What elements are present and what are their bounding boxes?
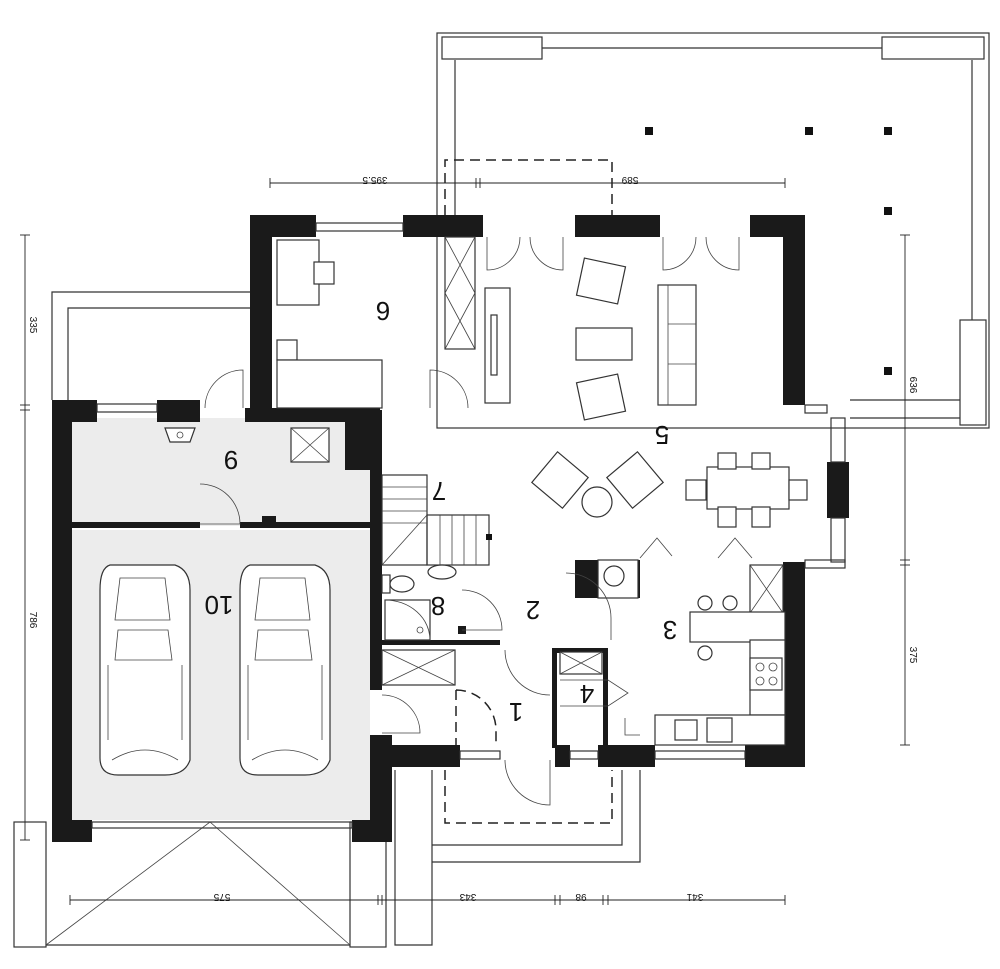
bathroom	[381, 564, 503, 641]
room-label-5: 5	[655, 420, 669, 450]
office-furniture	[204, 236, 476, 409]
dim-top-left: 395.5	[362, 174, 387, 185]
dimension-labels: 395.5 589 335 786 636 375 575 343 98 341	[27, 174, 918, 902]
room-label-10: 10	[205, 590, 234, 620]
car-left	[99, 564, 191, 776]
room-label-1: 1	[509, 697, 523, 727]
hall-closet	[381, 649, 551, 806]
room-label-3: 3	[663, 615, 677, 645]
room-label-6: 6	[376, 296, 390, 326]
windows	[91, 222, 846, 829]
room-label-2: 2	[526, 595, 540, 625]
dim-bottom-garage: 575	[213, 891, 230, 902]
room-label-8: 8	[431, 591, 445, 621]
dim-left-upper: 335	[27, 317, 38, 334]
dim-right-upper: 636	[907, 377, 918, 394]
dim-bottom-right: 341	[686, 891, 703, 902]
dim-bottom-entry: 343	[459, 891, 476, 902]
car-right	[239, 564, 331, 776]
dim-top-right: 589	[621, 174, 638, 185]
staircase	[381, 474, 492, 566]
utility	[164, 427, 330, 525]
room-label-7: 7	[432, 476, 446, 506]
kitchen-furniture	[565, 559, 786, 746]
dimension-lines	[20, 178, 910, 905]
living-furniture	[484, 236, 808, 559]
dim-right-lower: 375	[907, 647, 918, 664]
dim-left-lower: 786	[27, 612, 38, 629]
room-labels: 1 2 3 4 5 6 7 8 9 10	[205, 296, 678, 727]
left-patio	[51, 291, 250, 400]
pantry	[559, 651, 640, 736]
room-label-4: 4	[580, 679, 594, 709]
dim-bottom-mid: 98	[575, 891, 587, 902]
terrace	[436, 32, 990, 429]
room-label-9: 9	[224, 445, 238, 475]
